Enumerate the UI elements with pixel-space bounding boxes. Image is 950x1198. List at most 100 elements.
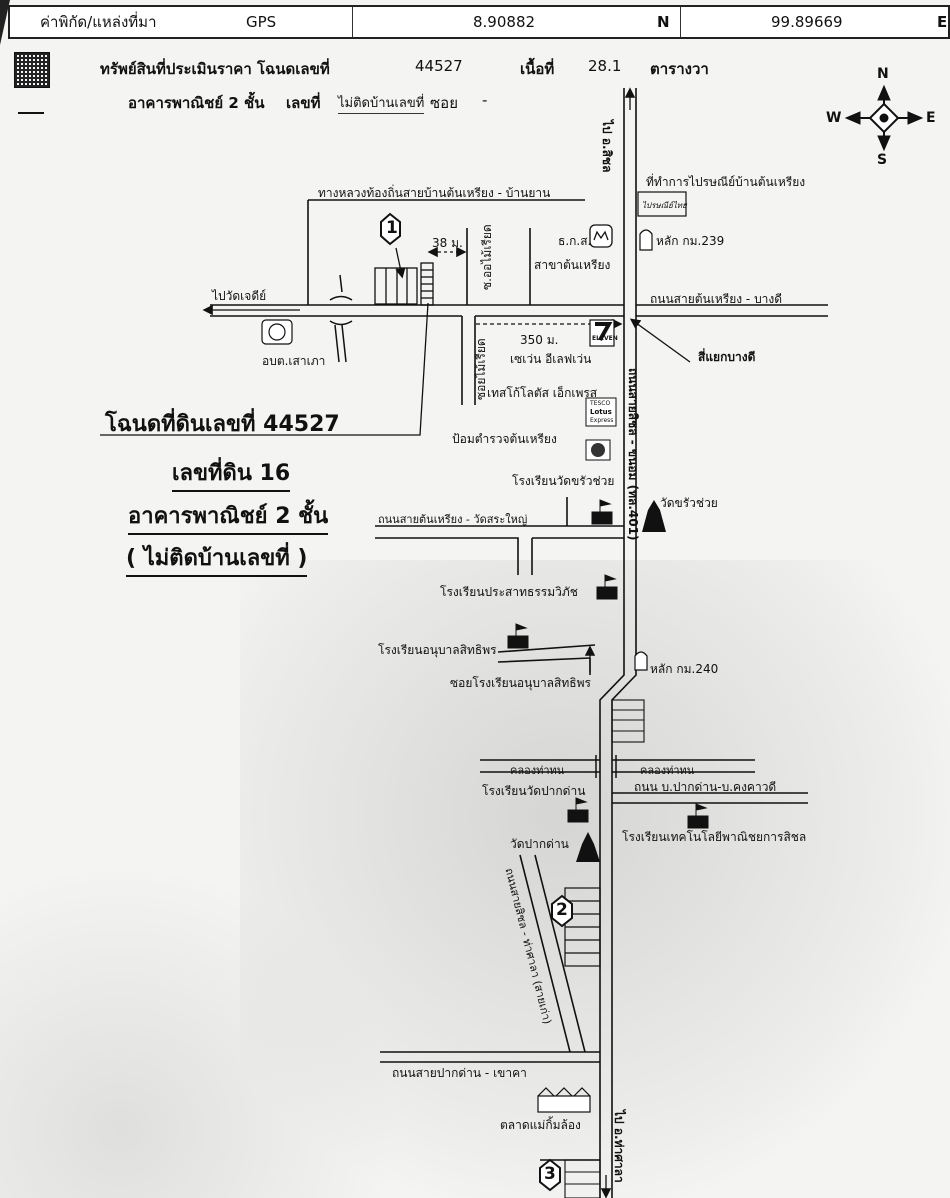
- label-road-pakdan: ถนน บ.ปากด่าน-บ.คงคาวดี: [634, 780, 777, 794]
- obt-logo: [261, 319, 293, 345]
- label-to-wat-chedi: ไปวัดเจดีย์: [212, 289, 267, 303]
- soi-south: [461, 316, 476, 405]
- callout-deed: โฉนดที่ดินเลขที่ 44527: [105, 412, 340, 437]
- market-icon: [537, 1087, 591, 1113]
- lot-group-2: [564, 887, 601, 967]
- label-local-road: ทางหลวงท้องถิ่นสายบ้านต้นเหรียง - บ้านยา…: [318, 186, 551, 200]
- label-obt: อบต.เสาเภา: [262, 354, 326, 368]
- gps-label-cell: ค่าพิกัด/แหล่งที่มา GPS: [10, 7, 353, 37]
- gps-label: ค่าพิกัด/แหล่งที่มา: [40, 13, 157, 31]
- marker-2: [551, 894, 573, 928]
- marker-3-label: 3: [544, 1164, 556, 1184]
- tesco-logo-text-3: Express: [590, 417, 614, 424]
- anuban-soi: [497, 644, 596, 663]
- label-road-tonrieng-bangdee: ถนนสายต้นเหรียง - บางดี: [650, 292, 783, 306]
- compass-s: S: [877, 152, 888, 168]
- main-road-east-edge: [611, 88, 637, 1198]
- label-market: ตลาดแม่กิ้มล้อง: [500, 1118, 581, 1132]
- label-km239: หลัก กม.239: [656, 234, 725, 248]
- legend-line-icon: [18, 112, 44, 114]
- label-dist-350: 350 ม.: [520, 333, 559, 347]
- police-icon: [585, 439, 611, 461]
- label-main-road: ถนนสายสิชล - ขนอม (ทล.401): [626, 368, 640, 541]
- area-unit: ตารางวา: [650, 60, 709, 78]
- callout-building: อาคารพาณิชย์ 2 ชั้น: [128, 498, 329, 535]
- area-value: 28.1: [588, 57, 622, 75]
- label-tesco: เทสโก้โลตัส เอ็กเพรส: [487, 386, 598, 400]
- photocopy-shadow: [0, 860, 400, 1198]
- tesco-logo: [585, 397, 617, 427]
- label-soi-north: ซ.ออไม้เรียด: [480, 224, 494, 290]
- label-road-khaoka: ถนนสายปากด่าน - เขาคา: [392, 1066, 527, 1080]
- deed-number: 44527: [415, 57, 463, 75]
- label-school-tech: โรงเรียนเทคโนโลยีพาณิชยการสิชล: [622, 830, 807, 844]
- compass-w: W: [826, 110, 842, 126]
- intersection-arrow: [629, 318, 691, 363]
- label-bank-2: สาขาต้นเหรียง: [534, 258, 611, 272]
- post-office-logo-text: ไปรษณีย์ไทย: [642, 201, 687, 210]
- label-soi-anuban: ซอยโรงเรียนอนุบาลสิทธิพร: [450, 676, 591, 690]
- compass-e: E: [926, 110, 936, 126]
- road-buildings: [611, 699, 645, 743]
- lot-group-1: [374, 247, 434, 306]
- school-icon: [507, 499, 709, 829]
- bank-logo: [589, 224, 613, 248]
- soi-value: -: [482, 91, 488, 109]
- label-school-pakdan: โรงเรียนวัดปากด่าน: [482, 784, 586, 798]
- tesco-logo-text-2: Lotus: [590, 408, 612, 416]
- callout-land-no: เลขที่ดิน 16: [172, 455, 291, 492]
- label-post-office: ที่ทำการไปรษณีย์บ้านต้นเหรียง: [646, 175, 806, 189]
- km-post-icon: [634, 229, 653, 671]
- label-canal-right: คลองท่าทน: [640, 764, 695, 777]
- legend-hatch-icon: [14, 52, 50, 88]
- label-dist-38: 38 ม.: [432, 236, 463, 250]
- watsra-road-south: [375, 537, 624, 575]
- soi-north: [466, 228, 531, 305]
- label-bank-1: ธ.ก.ส.: [558, 234, 592, 248]
- label-km240: หลัก กม.240: [650, 662, 719, 676]
- gps-lat-dir: N: [657, 13, 670, 31]
- seven-eleven-logo-text: ELEVEN: [592, 335, 618, 342]
- page-fold-corner: [0, 0, 10, 45]
- label-police: ป้อมตำรวจต้นเหรียง: [452, 432, 557, 446]
- property-label: ทรัพย์สินที่ประเมินราคา โฉนดเลขที่: [100, 60, 330, 78]
- house-no-value: ไม่ติดบ้านเลขที่: [338, 92, 425, 114]
- soi-label: ซอย: [430, 94, 458, 112]
- label-school-prasat: โรงเรียนประสาทธรรมวิภัช: [440, 585, 578, 599]
- label-school-kwachuai: โรงเรียนวัดขรัวช่วย: [512, 474, 615, 488]
- label-to-nakhon: ไป อ.สิชล: [600, 120, 614, 173]
- gps-lon-value: 99.89669: [771, 13, 843, 31]
- gps-source: GPS: [246, 13, 277, 31]
- pakdan-road: [612, 792, 808, 804]
- compass-n: N: [877, 66, 889, 82]
- tesco-logo-text-1: TESCO: [590, 400, 611, 407]
- house-no-label: เลขที่: [286, 94, 321, 112]
- gps-bar: ค่าพิกัด/แหล่งที่มา GPS 8.90882 N 99.896…: [8, 5, 950, 39]
- label-seven-eleven: เซเว่น อีเลฟเว่น: [510, 352, 592, 366]
- marker-3: [539, 1158, 561, 1192]
- gps-lat-value: 8.90882: [473, 13, 536, 31]
- callout-no-house-no: ( ไม่ติดบ้านเลขที่ ): [126, 540, 308, 577]
- canal-left: [480, 759, 600, 773]
- label-intersection: สี่แยกบางดี: [698, 350, 756, 364]
- old-road: [519, 854, 586, 1053]
- bridge-icon: [329, 274, 353, 363]
- marker-1-label: 1: [386, 218, 398, 238]
- label-wat-kwachuai: วัดขรัวช่วย: [660, 496, 718, 510]
- post-office-logo: [637, 191, 687, 217]
- canal-bridge-icon: [595, 755, 617, 778]
- compass-icon: [844, 84, 924, 152]
- area-label: เนื้อที่: [520, 60, 555, 78]
- label-school-anuban: โรงเรียนอนุบาลสิทธิพร: [378, 643, 497, 657]
- gps-lon-cell: 99.89669 E: [681, 7, 948, 37]
- building-type: อาคารพาณิชย์ 2 ชั้น: [128, 94, 265, 112]
- photocopy-shadow: [240, 560, 950, 1198]
- seven-eleven-logo: [589, 319, 615, 347]
- label-canal-left: คลองท่าทน: [510, 764, 565, 777]
- label-wat-pakdan: วัดปากด่าน: [510, 837, 569, 851]
- temple-icon: [576, 500, 666, 862]
- gps-lon-dir: E: [937, 13, 948, 31]
- marker-1: [380, 212, 401, 246]
- canal-right: [612, 759, 755, 773]
